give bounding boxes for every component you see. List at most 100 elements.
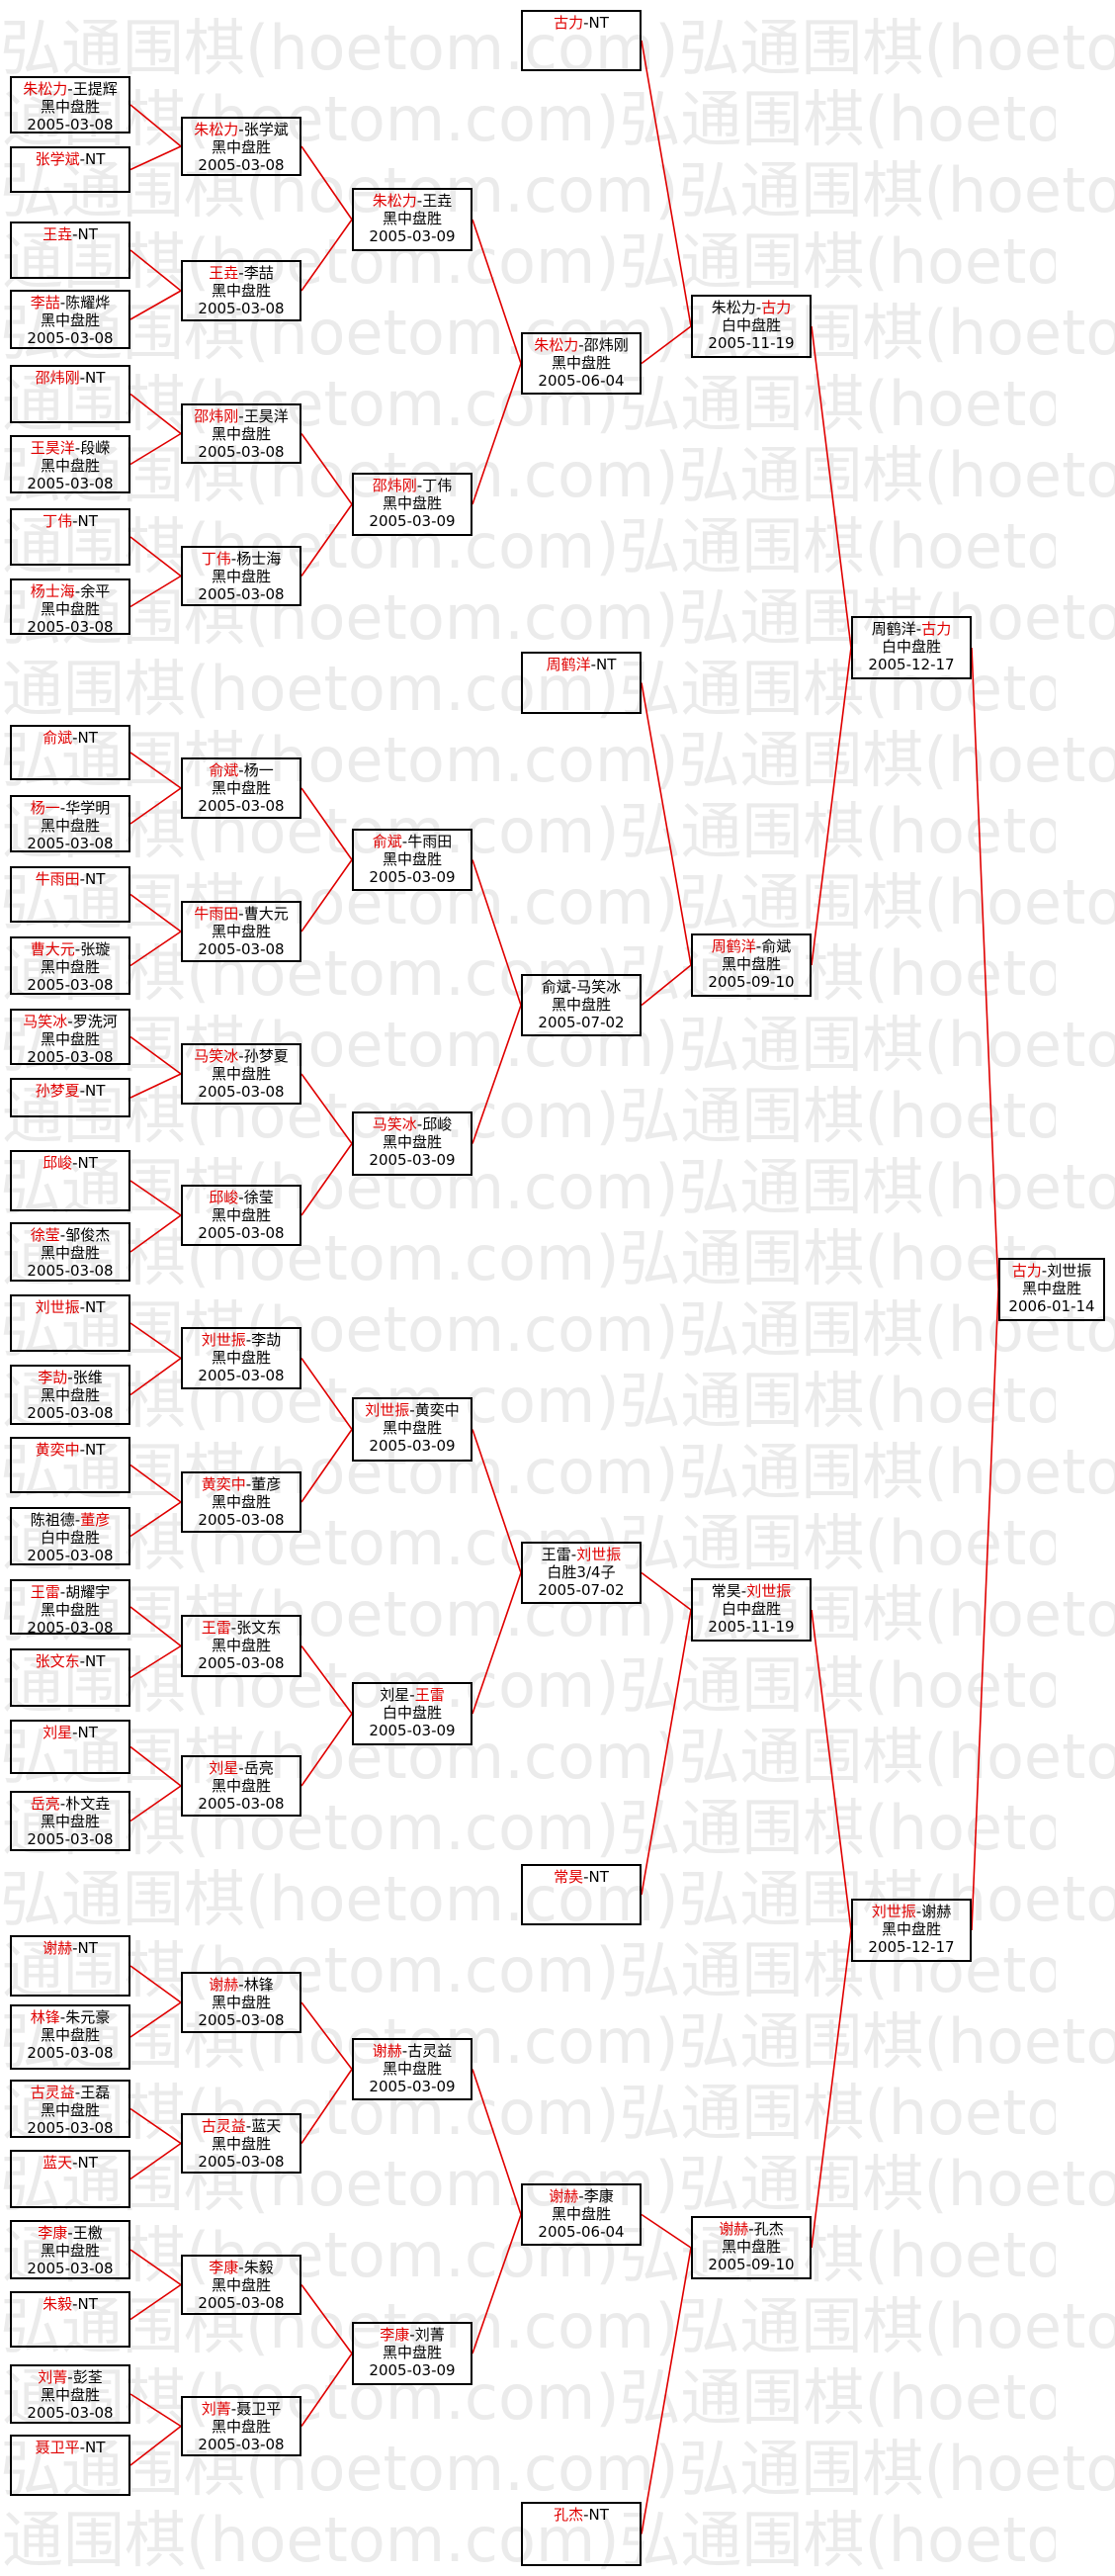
bracket-connector bbox=[129, 393, 182, 435]
match-result: 黑中盘胜 bbox=[211, 568, 271, 585]
match-date: 2005-07-02 bbox=[538, 1014, 625, 1031]
bracket-connector bbox=[300, 503, 353, 577]
player-black: 马笑冰 bbox=[194, 1047, 239, 1065]
match-date: 2005-03-08 bbox=[198, 1511, 285, 1529]
match-date: 2005-03-08 bbox=[27, 2119, 114, 2137]
bracket-connector bbox=[129, 2393, 182, 2428]
player-white: 邱峻 bbox=[422, 1115, 453, 1133]
player-black: 刘世振 bbox=[35, 1298, 80, 1316]
player-white: 朱元豪 bbox=[65, 2008, 111, 2026]
bracket-connector bbox=[472, 2214, 522, 2354]
match-date: 2005-03-08 bbox=[27, 1048, 114, 1066]
match-result: 黑中盘胜 bbox=[40, 2101, 100, 2119]
match-result: 黑中盘胜 bbox=[551, 2205, 611, 2223]
player-white: 张文东 bbox=[236, 1619, 282, 1637]
separator: - bbox=[245, 2117, 252, 2135]
player-white: NT bbox=[77, 225, 98, 243]
separator: - bbox=[67, 2368, 73, 2386]
match-players: 俞斌-马笑冰 bbox=[523, 978, 640, 996]
match-players: 李劼-张维 bbox=[12, 1369, 129, 1386]
player-black: 朱松力 bbox=[23, 80, 68, 98]
match-date: 2006-01-14 bbox=[1008, 1297, 1095, 1315]
match-box-r1_11: 牛雨田-NT bbox=[10, 866, 130, 923]
bracket-connector bbox=[129, 787, 182, 825]
match-players: 俞斌-牛雨田 bbox=[354, 833, 471, 850]
separator: - bbox=[409, 1401, 415, 1419]
bracket-connector bbox=[641, 2213, 692, 2249]
match-result: 黑中盘胜 bbox=[40, 600, 100, 618]
separator: - bbox=[755, 299, 762, 316]
separator: - bbox=[238, 1759, 244, 1777]
separator: - bbox=[570, 1546, 577, 1563]
match-result: 黑中盘胜 bbox=[40, 1601, 100, 1619]
match-players: 刘星-王雷 bbox=[354, 1686, 471, 1704]
match-players: 朱松力-王垚 bbox=[354, 192, 471, 210]
player-white: NT bbox=[85, 2439, 106, 2456]
separator: - bbox=[578, 2187, 584, 2205]
match-date: 2005-03-09 bbox=[369, 227, 456, 245]
player-black: 刘菁 bbox=[38, 2368, 68, 2386]
player-black: 孙梦夏 bbox=[35, 1082, 80, 1100]
separator: - bbox=[583, 2506, 589, 2524]
match-players: 岳亮-朴文垚 bbox=[12, 1795, 129, 1813]
match-date: 2005-03-08 bbox=[27, 1830, 114, 1848]
bracket-connector bbox=[300, 219, 353, 292]
match-result: 黑中盘胜 bbox=[382, 2344, 442, 2361]
match-date: 2005-03-08 bbox=[198, 156, 285, 174]
match-date: 2005-03-09 bbox=[369, 1151, 456, 1169]
match-date: 2005-03-08 bbox=[198, 443, 285, 461]
match-date: 2005-03-08 bbox=[198, 585, 285, 603]
match-players: 谢赫-古灵益 bbox=[354, 2042, 471, 2060]
match-date: 2005-06-04 bbox=[538, 2223, 625, 2241]
bracket-connector bbox=[129, 1180, 182, 1216]
bracket-connector bbox=[300, 859, 353, 933]
separator: - bbox=[245, 1475, 252, 1493]
match-result: 黑中盘胜 bbox=[382, 1133, 442, 1151]
match-date: 2005-03-09 bbox=[369, 1437, 456, 1455]
player-white: 牛雨田 bbox=[407, 833, 453, 850]
match-players: 黄奕中-董彦 bbox=[183, 1475, 300, 1493]
player-white: NT bbox=[77, 512, 98, 530]
player-black: 孔杰 bbox=[554, 2506, 584, 2524]
bracket-connector bbox=[300, 2069, 353, 2144]
match-players: 邵炜刚-NT bbox=[12, 369, 129, 387]
match-box-r1_22: 张文东-NT bbox=[10, 1648, 130, 1707]
player-black: 刘星 bbox=[209, 1759, 239, 1777]
separator: - bbox=[238, 1047, 244, 1065]
bracket-connector bbox=[300, 145, 353, 221]
match-result: 黑中盘胜 bbox=[211, 1493, 271, 1511]
player-white: 华学明 bbox=[65, 799, 111, 817]
player-black: 俞斌 bbox=[372, 833, 402, 850]
player-black: 邵炜刚 bbox=[35, 369, 80, 387]
match-date: 2005-03-08 bbox=[27, 2260, 114, 2277]
match-players: 刘世振-谢赫 bbox=[853, 1903, 970, 1920]
separator: - bbox=[79, 369, 86, 387]
separator: - bbox=[416, 192, 423, 210]
separator: - bbox=[590, 656, 597, 673]
bracket-connector bbox=[300, 1429, 353, 1503]
player-black: 朱毅 bbox=[43, 2295, 73, 2313]
match-players: 俞斌-杨一 bbox=[183, 761, 300, 779]
match-date: 2005-03-08 bbox=[27, 475, 114, 492]
player-white: 邵炜刚 bbox=[583, 336, 629, 354]
match-result: 黑中盘胜 bbox=[211, 2135, 271, 2153]
separator: - bbox=[72, 1154, 78, 1172]
bracket-connector bbox=[129, 1606, 182, 1647]
player-white: NT bbox=[85, 1298, 106, 1316]
match-players: 刘菁-聂卫平 bbox=[183, 2400, 300, 2418]
player-white: NT bbox=[85, 870, 106, 888]
match-players: 王昊洋-段嵘 bbox=[12, 439, 129, 457]
player-black: 周鹤洋 bbox=[546, 656, 591, 673]
player-black: 李康 bbox=[38, 2224, 68, 2242]
bracket-connector bbox=[129, 1073, 182, 1099]
separator: - bbox=[740, 1582, 747, 1600]
match-result: 黑中盘胜 bbox=[40, 817, 100, 835]
player-white: 古力 bbox=[921, 620, 952, 638]
